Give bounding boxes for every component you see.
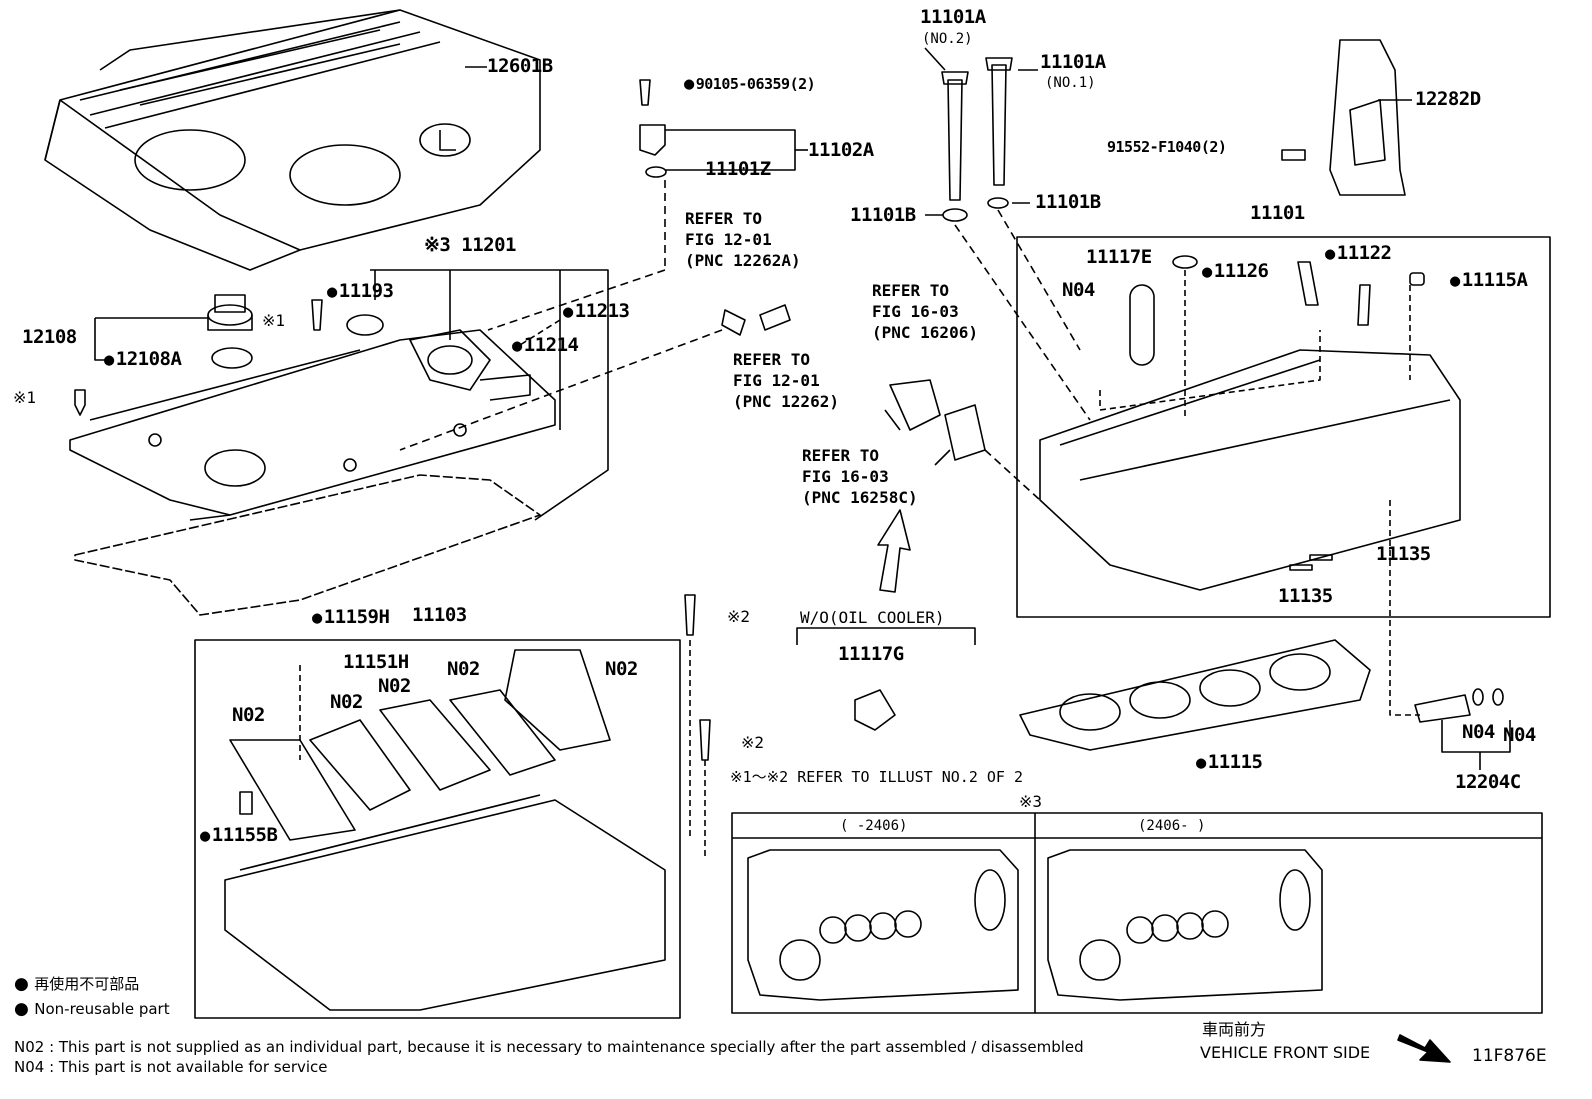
refer-fig-16-03-pnc-16258C[interactable]: REFER TO FIG 16-03 (PNC 16258C) — [802, 446, 918, 507]
cam-housing-drawing — [224, 649, 666, 1011]
part-label-11214[interactable]: 11214 — [512, 336, 579, 355]
part-label-n04-a[interactable]: N04 — [1062, 279, 1095, 301]
legend-non-reusable-en: ● Non-reusable part — [14, 999, 170, 1019]
note-n04: N04 : This part is not available for ser… — [14, 1058, 328, 1076]
part-label-11101A-no2[interactable]: 11101A — [920, 6, 986, 28]
part-label-11101[interactable]: 11101 — [1250, 202, 1305, 224]
part-label-12204C[interactable]: 12204C — [1455, 771, 1521, 793]
part-label-n02-5[interactable]: N02 — [232, 704, 265, 726]
part-label-91552[interactable]: 91552-F1040(2) — [1107, 138, 1227, 156]
head-cover-variant-new-drawing — [1047, 849, 1323, 1001]
part-label-11115[interactable]: 11115 — [1196, 753, 1263, 772]
part-label-11101B-right[interactable]: 11101B — [1035, 191, 1101, 213]
part-label-n02-1[interactable]: N02 — [447, 658, 480, 680]
note-n02: N02 : This part is not supplied as an in… — [14, 1038, 1084, 1056]
part-label-11101Z[interactable]: 11101Z — [705, 158, 771, 180]
oil-filler-cap-drawing — [207, 294, 384, 369]
part-label-n02-4[interactable]: N02 — [330, 691, 363, 713]
part-label-11193[interactable]: 11193 — [327, 282, 394, 301]
variant-range-old: ( -2406) — [840, 818, 908, 834]
direction-arrow — [877, 509, 911, 593]
refer-fig-16-03-pnc-16206[interactable]: REFER TO FIG 16-03 (PNC 16206) — [872, 281, 978, 342]
part-label-n04-c[interactable]: N04 — [1503, 724, 1536, 746]
part-label-90105[interactable]: 90105-06359(2) — [684, 76, 816, 93]
engine-cover-drawing — [44, 9, 541, 271]
vehicle-front-en: VEHICLE FRONT SIDE — [1200, 1043, 1371, 1062]
diagram-code: 11F876E — [1472, 1046, 1547, 1066]
part-label-12601B[interactable]: 12601B — [487, 55, 553, 77]
plug-11117G-drawing — [854, 689, 896, 731]
cylinder-head-box — [1016, 236, 1551, 618]
head-gasket-drawing — [1019, 639, 1371, 751]
refer-fig-12-01-pnc-12262A[interactable]: REFER TO FIG 12-01 (PNC 12262A) — [685, 209, 801, 270]
part-label-11155B[interactable]: 11155B — [200, 826, 278, 845]
part-label-11201[interactable]: ※3 11201 — [424, 234, 517, 256]
bolt-no2-label: (NO.2) — [922, 31, 973, 47]
part-label-11101B-left[interactable]: 11101B — [850, 204, 916, 226]
head-cover-variant-old-drawing — [747, 849, 1019, 1001]
part-label-11135-a[interactable]: 11135 — [1376, 543, 1431, 565]
part-label-11117G[interactable]: 11117G — [838, 643, 904, 665]
part-label-11102A[interactable]: 11102A — [808, 139, 874, 161]
part-label-n02-2[interactable]: N02 — [605, 658, 638, 680]
vehicle-front-arrow — [1397, 1034, 1451, 1063]
part-label-n02-3[interactable]: N02 — [378, 675, 411, 697]
engine-hanger-drawing — [1329, 39, 1406, 196]
part-label-11115A[interactable]: 11115A — [1450, 271, 1528, 290]
part-label-11122[interactable]: 11122 — [1325, 244, 1392, 263]
note-mark-1-b: ※1 — [13, 388, 37, 407]
cylinder-head-cover-drawing — [69, 329, 556, 521]
note-mark-2-b: ※2 — [741, 733, 765, 752]
part-label-11151H[interactable]: 11151H — [343, 651, 409, 673]
bolt-no1-label: (NO.1) — [1045, 75, 1096, 91]
variant-range-new: (2406- ) — [1138, 818, 1206, 834]
note-mark-3: ※3 — [1019, 792, 1043, 811]
part-label-11126[interactable]: 11126 — [1202, 262, 1269, 281]
refer-illust-note: ※1～※2 REFER TO ILLUST NO.2 OF 2 — [730, 768, 1023, 786]
part-label-11117E[interactable]: 11117E — [1086, 246, 1152, 268]
part-label-11135-b[interactable]: 11135 — [1278, 585, 1333, 607]
without-oil-cooler-label: W/O(OIL COOLER) — [800, 608, 945, 627]
part-label-12282D[interactable]: 12282D — [1415, 88, 1481, 110]
legend-en-text: Non-reusable part — [34, 1000, 170, 1018]
part-label-11159H[interactable]: 11159H — [312, 608, 390, 627]
note-mark-2-a: ※2 — [727, 607, 751, 626]
legend-non-reusable-jp: ● 再使用不可部品 — [14, 974, 140, 994]
part-label-11101A-no1[interactable]: 11101A — [1040, 51, 1106, 73]
part-label-11103[interactable]: 11103 — [412, 604, 467, 626]
cam-housing-box — [194, 639, 681, 1019]
part-label-12108A[interactable]: 12108A — [104, 350, 182, 369]
part-label-n04-b[interactable]: N04 — [1462, 721, 1495, 743]
legend-jp-text: 再使用不可部品 — [34, 975, 140, 993]
part-label-11213[interactable]: 11213 — [563, 302, 630, 321]
refer-fig-12-01-pnc-12262[interactable]: REFER TO FIG 12-01 (PNC 12262) — [733, 350, 839, 411]
cylinder-head-drawing — [1039, 255, 1461, 591]
note-mark-1-a: ※1 — [262, 311, 286, 330]
head-cover-gasket-drawing — [74, 474, 541, 616]
variant-table-box — [731, 812, 1543, 1014]
vehicle-front-jp: 車両前方 — [1202, 1020, 1267, 1039]
part-label-12108[interactable]: 12108 — [22, 326, 77, 348]
